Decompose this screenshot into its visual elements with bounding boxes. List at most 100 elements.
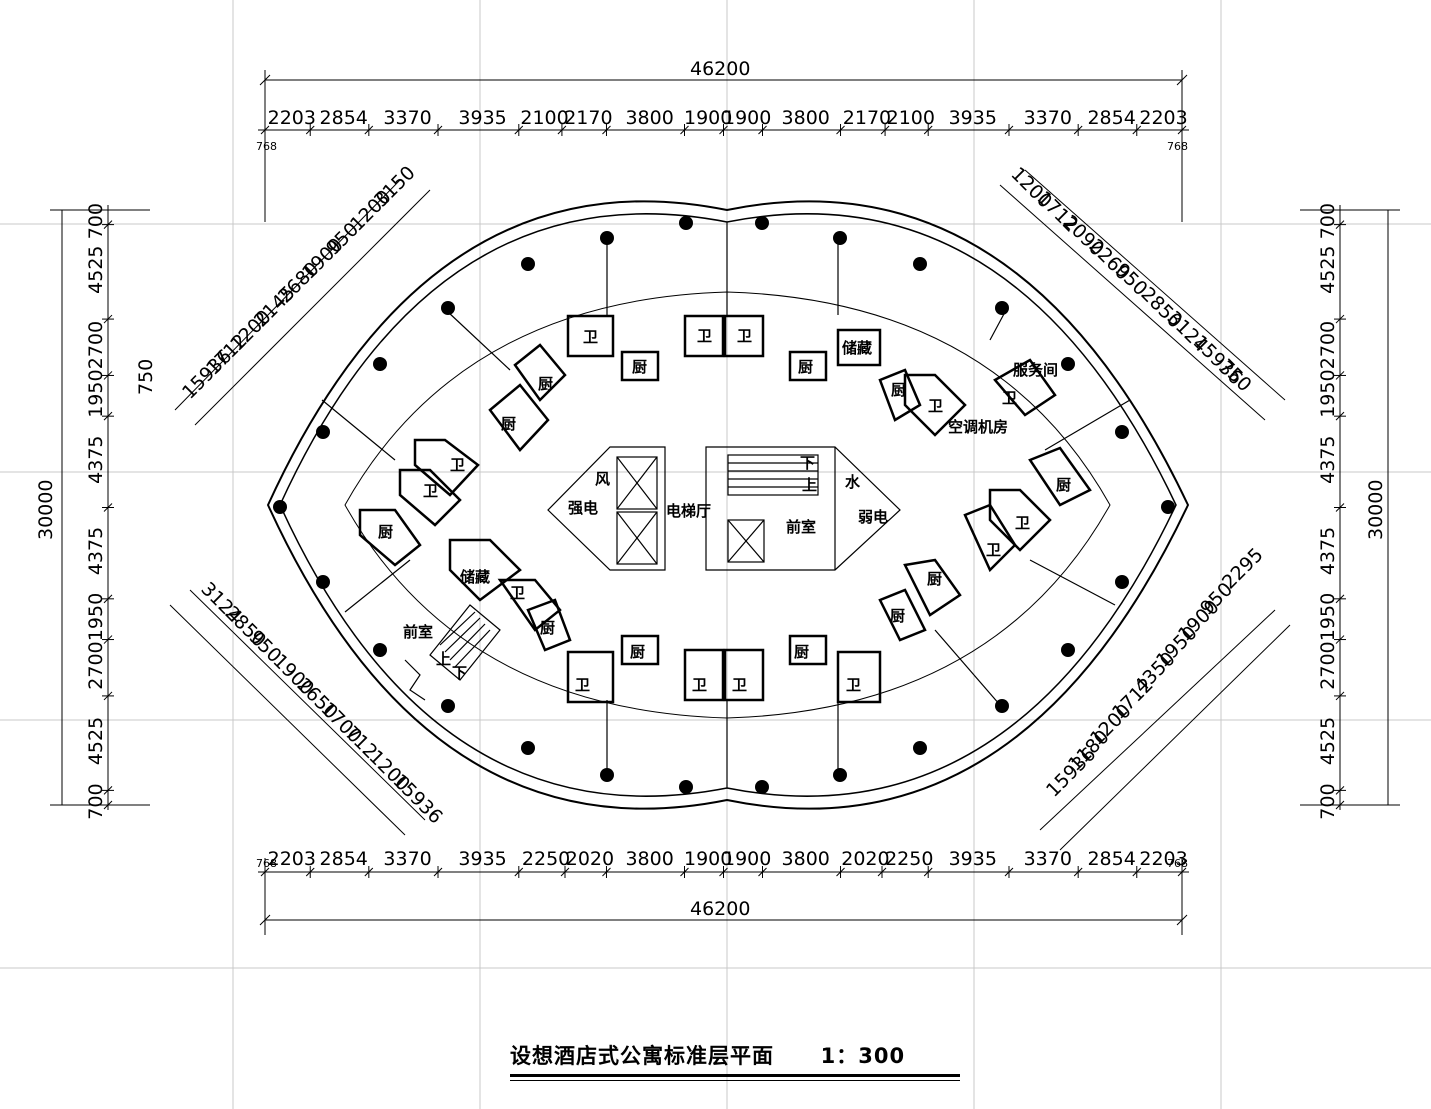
segment-label: 1950 <box>85 369 107 417</box>
label-kitchen: 厨 <box>501 415 516 433</box>
segment-label: 1900 <box>723 107 771 129</box>
dimension-tick <box>103 635 113 644</box>
dimension-tick <box>1335 411 1345 421</box>
label-strong-elec: 强电 <box>568 499 598 517</box>
segment-label: 2854 <box>1087 848 1135 870</box>
title-underline <box>510 1074 960 1077</box>
label-kitchen: 厨 <box>891 381 906 399</box>
segment-label: 3800 <box>625 107 673 129</box>
label-kitchen: 厨 <box>540 619 555 637</box>
label-up: 上 <box>802 476 817 494</box>
segment-label: 4375 <box>1317 527 1339 575</box>
title-underline-thin <box>510 1080 960 1081</box>
diagonal-dimensions <box>169 169 1291 851</box>
segment-label: 3935 <box>949 848 997 870</box>
segment-label: 2170 <box>564 107 612 129</box>
segment-label: 4375 <box>1317 435 1339 483</box>
segment-label: 2700 <box>85 321 107 369</box>
label-vestibule: 前室 <box>786 518 816 536</box>
segment-label: 2700 <box>1317 641 1339 689</box>
left-overall-label: 30000 <box>35 480 57 540</box>
bottom-edge-right: 768 <box>1167 857 1188 870</box>
segment-label: 3800 <box>782 107 830 129</box>
segment-label: 3370 <box>383 107 431 129</box>
bottom-overall-label: 46200 <box>690 898 750 920</box>
top-edge-left: 768 <box>256 140 277 153</box>
dimension-tick <box>260 125 270 135</box>
top-overall-label: 46200 <box>690 58 750 80</box>
scale-text: 1：300 <box>820 1044 906 1068</box>
segment-label: 2250 <box>522 848 570 870</box>
label-bath: 卫 <box>510 584 525 602</box>
label-ac-room: 空调机房 <box>948 418 1008 436</box>
label-water: 水 <box>845 473 861 491</box>
segment-label: 3935 <box>949 107 997 129</box>
segment-label: 700 <box>1317 203 1339 239</box>
segment-label: 4525 <box>1317 245 1339 293</box>
segment-label: 3370 <box>1024 848 1072 870</box>
dimension-tick <box>1335 800 1345 810</box>
left-750-label: 750 <box>135 359 157 395</box>
segment-label: 700 <box>85 203 107 239</box>
segment-label: 4375 <box>85 527 107 575</box>
label-bath: 卫 <box>732 676 747 694</box>
segment-label: 1950 <box>1317 593 1339 641</box>
label-bath: 卫 <box>1015 514 1030 532</box>
label-bath: 卫 <box>986 541 1001 559</box>
segment-label: 2170 <box>843 107 891 129</box>
label-elevator-hall: 电梯厅 <box>666 502 711 520</box>
segment-label: 3935 <box>458 107 506 129</box>
label-down: 下 <box>452 664 467 682</box>
segment-label: 1900 <box>723 848 771 870</box>
columns <box>273 216 1175 794</box>
dimension-tick <box>1335 220 1345 229</box>
dimension-tick <box>103 371 113 380</box>
segment-label: 4525 <box>85 245 107 293</box>
segment-label: 2100 <box>520 107 568 129</box>
core <box>547 446 901 571</box>
segment-label: 2854 <box>320 107 368 129</box>
segment-label: 700 <box>85 783 107 819</box>
label-storage: 储藏 <box>460 568 490 586</box>
bottom-edge-left: 768 <box>256 857 277 870</box>
dimension-tick <box>103 786 113 795</box>
segment-label: 1900 <box>684 848 732 870</box>
segment-label: 2854 <box>320 848 368 870</box>
segment-label: 3800 <box>625 848 673 870</box>
label-up: 上 <box>436 650 451 668</box>
dimension-tick <box>103 411 113 421</box>
segment-label: 3800 <box>782 848 830 870</box>
segment-label: 4375 <box>85 435 107 483</box>
segment-label: 2203 <box>1139 107 1187 129</box>
segment-label: 2203 <box>1139 848 1187 870</box>
segment-label: 2020 <box>566 848 614 870</box>
dimension-tick <box>103 800 113 810</box>
dimension-tick <box>103 503 113 512</box>
label-kitchen: 厨 <box>927 570 942 588</box>
segment-label: 2203 <box>268 107 316 129</box>
label-vestibule: 前室 <box>403 623 433 641</box>
label-kitchen: 厨 <box>798 358 813 376</box>
label-bath: 卫 <box>846 676 861 694</box>
diag-label: 3150 <box>370 162 420 212</box>
dimension-tick <box>103 594 113 604</box>
label-down: 下 <box>800 454 815 472</box>
dimension-tick <box>1335 786 1345 795</box>
label-storage: 储藏 <box>842 339 872 357</box>
apartment-modules <box>358 314 1092 704</box>
segment-label: 1900 <box>684 107 732 129</box>
room-labels: 卫 厨 卫 卫 厨 储藏 厨 厨 卫 卫 厨 储藏 卫 厨 前室 上 下 卫 厨… <box>378 327 1071 694</box>
label-bath: 卫 <box>692 676 707 694</box>
segment-label: 2700 <box>85 641 107 689</box>
dimension-tick <box>103 691 113 701</box>
label-bath: 卫 <box>697 327 712 345</box>
label-kitchen: 厨 <box>890 607 905 625</box>
segment-label: 2100 <box>887 107 935 129</box>
drawing-title: 设想酒店式公寓标准层平面 1：300 <box>510 1040 960 1072</box>
